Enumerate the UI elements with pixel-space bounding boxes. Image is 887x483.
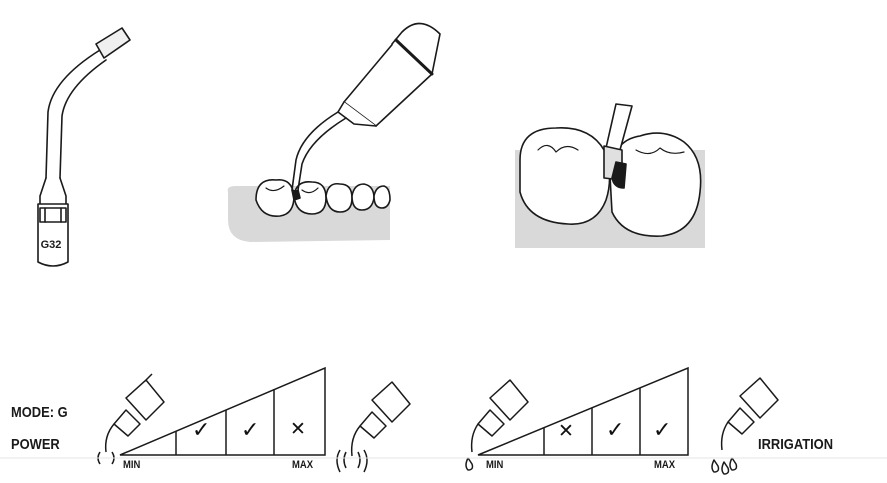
power-min-label: MIN: [123, 459, 141, 471]
irrigation-title: IRRIGATION: [758, 436, 834, 453]
power-max-label: MAX: [292, 459, 314, 471]
mode-label: MODE: G: [11, 404, 68, 421]
scaler-tip-illustration: [37, 27, 131, 267]
irrigation-min-label: MIN: [486, 459, 504, 471]
handpiece-low-irrigation-icon: [465, 379, 529, 471]
power-panel: [97, 366, 411, 473]
handpiece-high-power-icon: [336, 381, 411, 473]
power-mark-high: ✕: [290, 418, 306, 440]
handpiece-high-irrigation-icon: [711, 377, 779, 475]
power-scale-triangle: [119, 366, 326, 456]
tip-model-label: G32: [40, 239, 62, 251]
power-mark-mid: ✓: [241, 418, 260, 443]
power-mark-low: ✓: [192, 418, 211, 443]
interproximal-closeup-illustration: [515, 103, 705, 248]
handpiece-on-teeth-illustration: [227, 22, 441, 242]
irrigation-mark-mid: ✓: [606, 418, 625, 443]
irrigation-scale-triangle: [477, 366, 689, 456]
power-title: POWER: [11, 436, 60, 453]
irrigation-max-label: MAX: [654, 459, 676, 471]
irrigation-mark-low: ✕: [558, 420, 574, 442]
irrigation-panel: [465, 366, 779, 475]
irrigation-mark-high: ✓: [653, 418, 672, 443]
